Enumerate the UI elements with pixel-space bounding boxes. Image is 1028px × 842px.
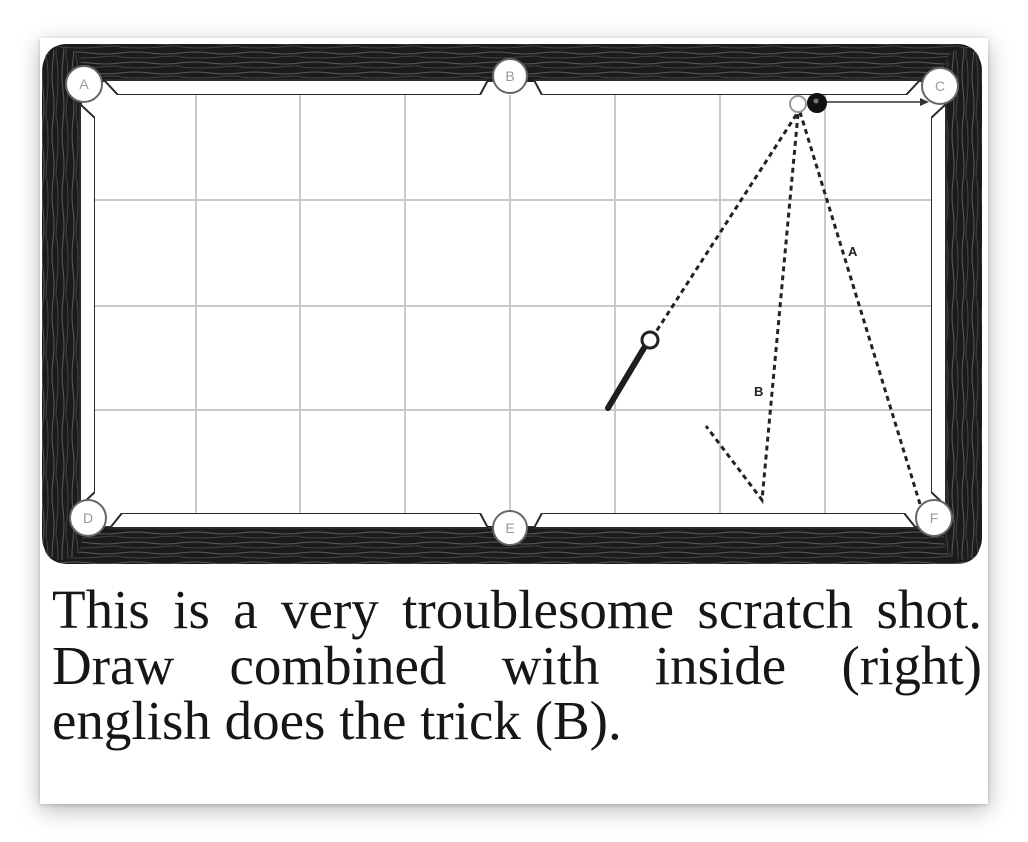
pocket-b: B [492,58,528,94]
figure-caption: This is a very troublesome scratch shot.… [52,579,982,752]
pocket-c: C [921,67,959,105]
pockets: A B C D E F [65,58,959,546]
rail-left [42,48,82,560]
path-a-label: A [848,244,858,259]
cushion-top-left [101,79,490,96]
pocket-f: F [915,499,953,537]
table-felt [95,95,931,513]
ghost-cue-ball [789,95,807,113]
pocket-b-label: B [505,68,514,84]
pocket-e: E [492,510,528,546]
object-ball-path [826,98,929,106]
pocket-d-label: D [83,510,93,526]
cushion-top-right [532,79,923,96]
cushion-bottom-left [107,512,490,529]
path-b-label: B [754,384,763,399]
object-ball-highlight [813,98,819,104]
cue-stick [605,345,647,411]
path-b-line [704,113,800,504]
cushion-left [79,101,96,509]
cue-ball [640,330,660,350]
pocket-e-label: E [505,520,514,536]
cushion-right [930,101,947,509]
pocket-c-label: C [935,78,945,94]
pocket-d: D [69,499,107,537]
pocket-a-label: A [79,76,89,92]
rail-right [944,48,982,560]
pocket-a: A [65,65,103,103]
cushion-bottom-right [532,512,919,529]
pocket-f-label: F [930,510,939,526]
table-grid [95,95,931,513]
cushions [79,79,947,529]
